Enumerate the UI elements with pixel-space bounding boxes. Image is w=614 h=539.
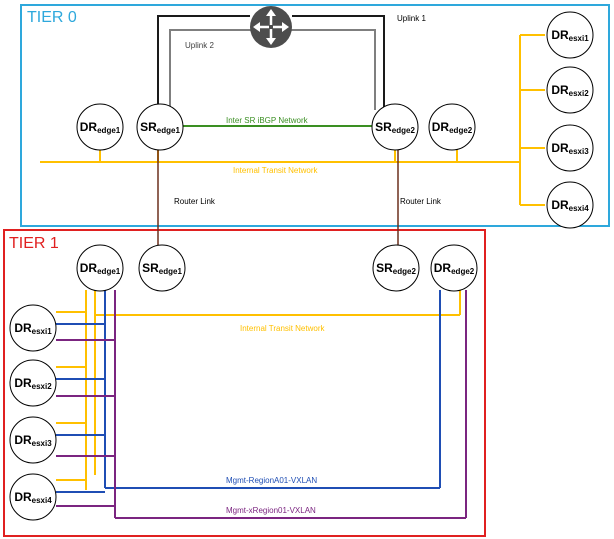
t0-dr-esxi1-node: DResxi1 xyxy=(546,11,594,59)
transit0-network xyxy=(40,34,545,206)
t1-dr-edge1-node: DRedge1 xyxy=(76,244,124,292)
inter-sr-label: Inter SR iBGP Network xyxy=(226,116,309,125)
tier0-label: TIER 0 xyxy=(27,9,77,26)
svg-text:DRedge1: DRedge1 xyxy=(80,261,121,276)
t1-dr-esxi4-node: DResxi4 xyxy=(9,473,57,521)
t1-sr-edge1-node: SRedge1 xyxy=(138,244,186,292)
tier0-box xyxy=(20,4,610,227)
svg-text:DResxi2: DResxi2 xyxy=(14,376,52,391)
uplink2-line xyxy=(169,29,376,110)
transit1-network xyxy=(56,290,461,490)
svg-text:DResxi3: DResxi3 xyxy=(551,141,589,156)
t0-sr-edge1-node: SRedge1 xyxy=(136,103,184,151)
t1-dr-esxi3-node: DResxi3 xyxy=(9,416,57,464)
svg-text:DResxi4: DResxi4 xyxy=(14,490,52,505)
t0-dr-edge2-node: DRedge2 xyxy=(428,103,476,151)
uplink1-line xyxy=(157,15,385,110)
mgmt-xregion-label: Mgmt-xRegion01-VXLAN xyxy=(226,506,316,515)
uplink2-label: Uplink 2 xyxy=(185,41,214,50)
mgmt-region-network xyxy=(56,290,441,493)
tier1-label: TIER 1 xyxy=(9,235,59,252)
svg-text:DResxi3: DResxi3 xyxy=(14,433,52,448)
svg-text:DRedge1: DRedge1 xyxy=(80,120,121,135)
router-link-right-label: Router Link xyxy=(400,197,442,206)
t1-dr-edge2-node: DRedge2 xyxy=(430,244,478,292)
t1-dr-esxi2-node: DResxi2 xyxy=(9,359,57,407)
router-icon xyxy=(250,6,292,48)
mgmt-region-label: Mgmt-RegionA01-VXLAN xyxy=(226,476,317,485)
svg-text:SRedge2: SRedge2 xyxy=(376,261,416,276)
svg-text:DRedge2: DRedge2 xyxy=(432,120,473,135)
router-link-left-label: Router Link xyxy=(174,197,216,206)
svg-text:SRedge2: SRedge2 xyxy=(375,120,415,135)
t0-dr-esxi4-node: DResxi4 xyxy=(546,181,594,229)
svg-text:DResxi1: DResxi1 xyxy=(14,321,52,336)
transit0-label: Internal Transit Network xyxy=(233,166,318,175)
t1-dr-esxi1-node: DResxi1 xyxy=(9,304,57,352)
svg-text:DResxi4: DResxi4 xyxy=(551,198,589,213)
t0-sr-edge2-node: SRedge2 xyxy=(371,103,419,151)
svg-text:SRedge1: SRedge1 xyxy=(142,261,182,276)
svg-text:DResxi1: DResxi1 xyxy=(551,28,589,43)
svg-text:SRedge1: SRedge1 xyxy=(140,120,180,135)
t1-sr-edge2-node: SRedge2 xyxy=(372,244,420,292)
t0-dr-esxi3-node: DResxi3 xyxy=(546,124,594,172)
svg-text:DRedge2: DRedge2 xyxy=(434,261,475,276)
tier1-box xyxy=(3,229,486,537)
t0-dr-edge1-node: DRedge1 xyxy=(76,103,124,151)
transit1-label: Internal Transit Network xyxy=(240,324,325,333)
uplink1-label: Uplink 1 xyxy=(397,14,426,23)
svg-text:DResxi2: DResxi2 xyxy=(551,83,589,98)
t0-dr-esxi2-node: DResxi2 xyxy=(546,66,594,114)
mgmt-xregion-network xyxy=(56,290,467,519)
